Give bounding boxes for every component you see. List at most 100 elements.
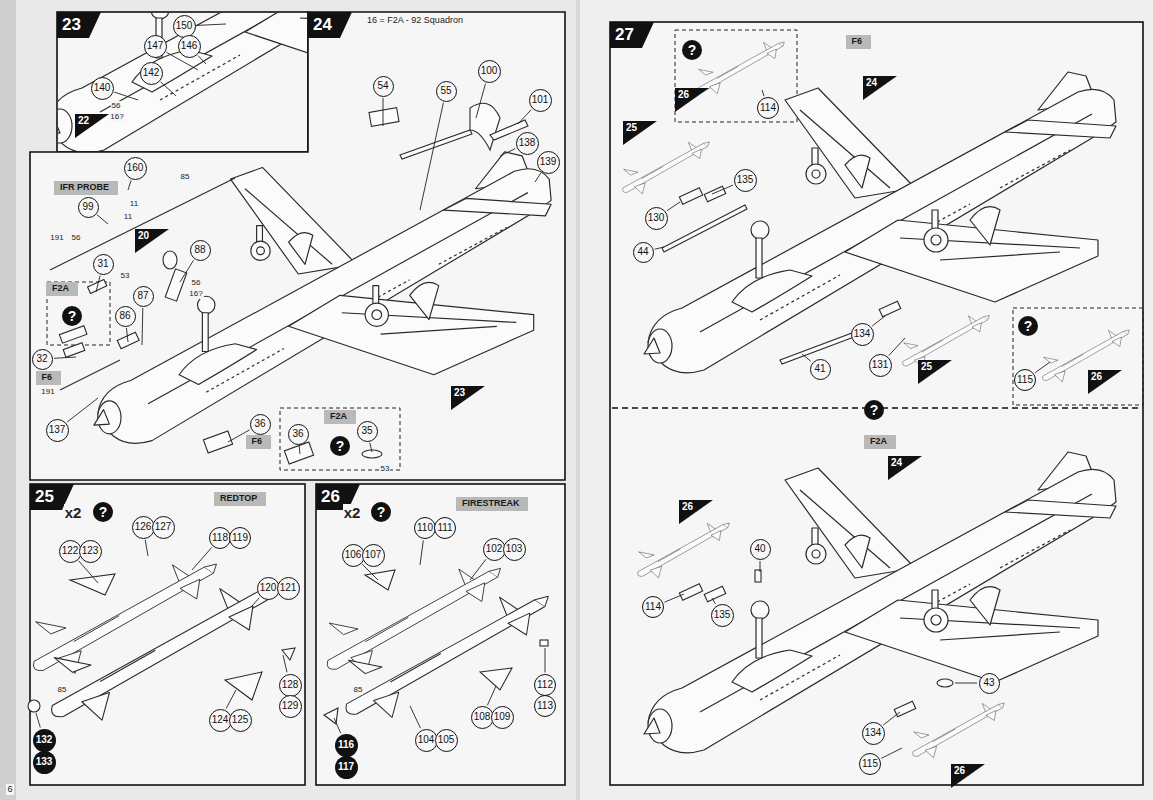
leader-line	[36, 713, 40, 728]
callout-number: 147	[144, 35, 167, 58]
part-number: 100	[481, 65, 498, 77]
part-number: 23	[454, 387, 465, 399]
leader-line	[198, 56, 206, 65]
leader-line	[96, 276, 100, 292]
callout-number-dark: 117	[335, 756, 358, 779]
leader-line	[410, 706, 421, 728]
callout-number: 119	[229, 527, 251, 549]
label-holder: 11	[123, 212, 133, 222]
subassembly-marker: 20	[135, 229, 169, 253]
leader-line	[383, 98, 384, 126]
variant-tag: IFR PROBE	[54, 181, 118, 195]
label-holder: 85	[180, 172, 191, 182]
part-number: 102	[486, 543, 503, 555]
part-number: 115	[862, 758, 878, 770]
leader-line	[283, 655, 287, 672]
leader-line	[114, 92, 138, 100]
subassembly-marker: 23	[451, 386, 485, 410]
leader-line	[712, 598, 715, 604]
variant-name: REDTOP	[220, 493, 260, 504]
part-number: 118	[212, 532, 228, 544]
callout-number: 121	[277, 577, 300, 600]
callout-number: 32	[32, 349, 53, 370]
variant-name: FIRESTREAK	[462, 498, 522, 509]
callout-number: 86	[115, 306, 136, 327]
question-mark: ?	[377, 504, 386, 520]
callout-number: 35	[357, 421, 378, 442]
step-panel: 25?REDTOP1261271221231181191201211281291…	[30, 484, 305, 785]
callout-number: 138	[516, 132, 539, 155]
question-mark: ?	[688, 42, 697, 58]
part-number: 125	[232, 714, 249, 726]
part-number: 106	[345, 549, 362, 561]
leader-line	[299, 446, 301, 454]
variant-tag: F2A	[46, 282, 78, 296]
label-holder: 16?	[109, 112, 124, 122]
small-label: 53	[120, 271, 131, 281]
leader-line	[362, 564, 378, 580]
callout-number: 125	[229, 709, 252, 732]
part-number: 160	[127, 162, 144, 174]
variant-tag: FIRESTREAK	[456, 497, 528, 511]
part-number: 135	[714, 609, 731, 621]
part-number: 114	[760, 102, 776, 114]
part-number: 146	[181, 40, 198, 52]
small-label: 6	[6, 784, 13, 795]
subassembly-marker: 26	[675, 88, 709, 112]
quantity-label: x2	[64, 504, 83, 521]
callout-number: 88	[190, 240, 211, 261]
leader-line	[535, 173, 541, 182]
option-icon: ?	[864, 400, 884, 420]
part-number: 127	[155, 521, 172, 533]
leader-line	[655, 247, 664, 249]
leader-line	[487, 686, 496, 705]
callout-number: 114	[642, 596, 664, 618]
step-panel: 2315014714614214022	[57, 12, 308, 152]
step-number: 25	[35, 484, 54, 510]
part-number: 55	[440, 85, 451, 97]
part-number: 122	[62, 545, 79, 557]
variant-name: F2A	[330, 411, 350, 422]
callout-number: 115	[859, 753, 881, 775]
variant-tag: F2A	[864, 435, 896, 449]
small-label: 56	[191, 278, 202, 288]
part-number: 134	[854, 328, 871, 340]
leader-line	[762, 90, 764, 96]
leader-line	[1035, 362, 1050, 373]
callout-number: 135	[734, 169, 757, 192]
part-number: 31	[97, 258, 108, 270]
step-badge: 23	[57, 12, 101, 38]
small-label: 16?	[188, 289, 203, 299]
subassembly-marker: 24	[863, 76, 897, 100]
subassembly-marker: 26	[1088, 370, 1122, 394]
callout-number: 55	[436, 81, 457, 102]
leader-line	[370, 443, 372, 452]
callout-number: 129	[279, 695, 302, 718]
part-number: 111	[437, 522, 452, 534]
part-number: 120	[260, 582, 277, 594]
leader-line	[712, 185, 733, 194]
callout-number: 118	[209, 527, 231, 549]
part-number: 103	[506, 543, 523, 555]
small-label: 85	[353, 685, 364, 695]
step-number: 23	[62, 12, 81, 38]
callout-number: 40	[750, 539, 771, 560]
part-number: 131	[872, 359, 889, 371]
label-holder: 85	[57, 685, 68, 695]
small-label: 56	[111, 101, 122, 111]
variant-name: F2A	[52, 283, 72, 294]
leader-line	[226, 690, 236, 709]
part-number: 86	[119, 310, 130, 322]
part-number: 116	[338, 739, 354, 751]
leader-line	[67, 398, 98, 422]
callout-number: 87	[133, 286, 154, 307]
small-label: 11	[129, 199, 139, 209]
callout-number: 100	[478, 60, 501, 83]
label-holder: 56	[191, 278, 202, 288]
callout-number: 103	[503, 538, 526, 561]
label-holder: x2	[343, 504, 362, 521]
part-number: 26	[1091, 371, 1102, 383]
part-number: 123	[82, 545, 99, 557]
small-label: 53	[380, 464, 391, 474]
option-icon: ?	[1018, 316, 1038, 336]
